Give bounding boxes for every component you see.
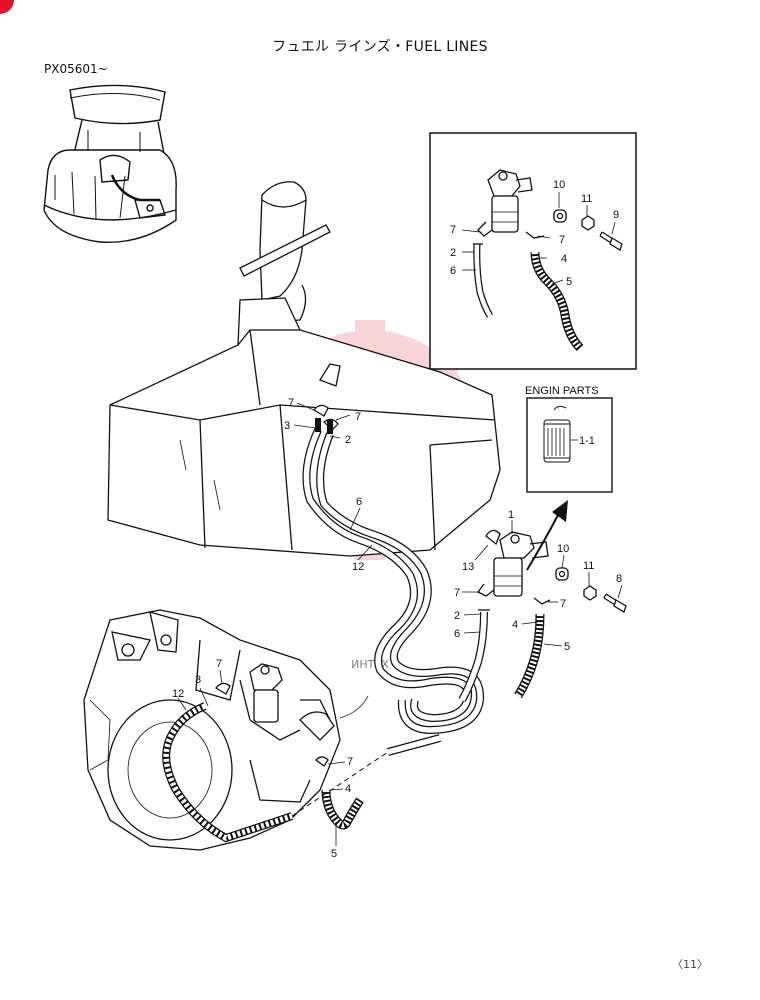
callout-engine-12: 12 — [172, 688, 184, 700]
engine-callout-labels: 12 3 7 7 4 5 — [172, 658, 353, 860]
callout-engine-3: 3 — [195, 674, 201, 686]
callout-detail-7a: 7 — [450, 224, 456, 236]
fuel-tank — [107, 181, 501, 557]
callout-detail-10: 10 — [553, 179, 565, 191]
engine-parts-title: ENGIN PARTS — [525, 385, 599, 397]
engine-parts-inset: ENGIN PARTS 1-1 — [525, 385, 613, 493]
fuel-filter-assembly — [458, 529, 627, 702]
callout-filter-1: 1 — [508, 509, 514, 521]
serial-range: PX05601~ — [44, 62, 108, 76]
callout-1-1: 1-1 — [579, 435, 595, 447]
callout-filter-11: 11 — [583, 560, 594, 572]
callout-tank-3: 3 — [284, 420, 290, 432]
callout-filter-4: 4 — [512, 619, 518, 631]
page-number: 〈11〉 — [672, 958, 708, 971]
page-title: フュエル ラインズ・FUEL LINES — [272, 39, 488, 55]
callout-detail-2: 2 — [450, 247, 456, 259]
callout-filter-7a: 7 — [454, 587, 460, 599]
callout-engine-7b: 7 — [347, 756, 353, 768]
callout-detail-9: 9 — [613, 209, 619, 221]
excavator-thumbnail — [43, 84, 177, 244]
callout-filter-2: 2 — [454, 610, 460, 622]
fuel-lines-tank — [302, 404, 485, 756]
filter-callout-labels: 1 13 10 11 8 7 7 2 4 6 5 — [454, 509, 622, 653]
callout-tank-12: 12 — [352, 561, 364, 573]
detail-callout-labels: 10 11 9 7 7 2 4 6 5 — [450, 179, 619, 288]
callout-engine-7a: 7 — [216, 658, 222, 670]
callout-tank-7a: 7 — [288, 397, 294, 409]
callout-detail-4: 4 — [561, 253, 567, 265]
pointer-arrow — [526, 500, 568, 571]
callout-detail-6: 6 — [450, 265, 456, 277]
callout-engine-5: 5 — [331, 848, 337, 860]
callout-detail-11: 11 — [581, 193, 592, 205]
callout-filter-8: 8 — [616, 573, 622, 585]
callout-filter-5: 5 — [564, 641, 570, 653]
callout-detail-7b: 7 — [559, 234, 565, 246]
callout-filter-10: 10 — [557, 543, 569, 555]
detail-inset: 10 11 9 7 7 2 4 6 5 — [429, 132, 637, 370]
callout-filter-7b: 7 — [560, 598, 566, 610]
callout-tank-2: 2 — [345, 434, 351, 446]
tank-callout-labels: 7 7 3 2 6 12 — [284, 397, 364, 573]
callout-detail-5: 5 — [566, 276, 572, 288]
fuel-line-engine — [162, 702, 389, 843]
callout-tank-6: 6 — [356, 496, 362, 508]
callout-filter-13: 13 — [462, 561, 474, 573]
callout-filter-6: 6 — [454, 628, 460, 640]
callout-engine-4: 4 — [345, 783, 351, 795]
engine-block — [83, 609, 369, 851]
callout-tank-7b: 7 — [355, 411, 361, 423]
